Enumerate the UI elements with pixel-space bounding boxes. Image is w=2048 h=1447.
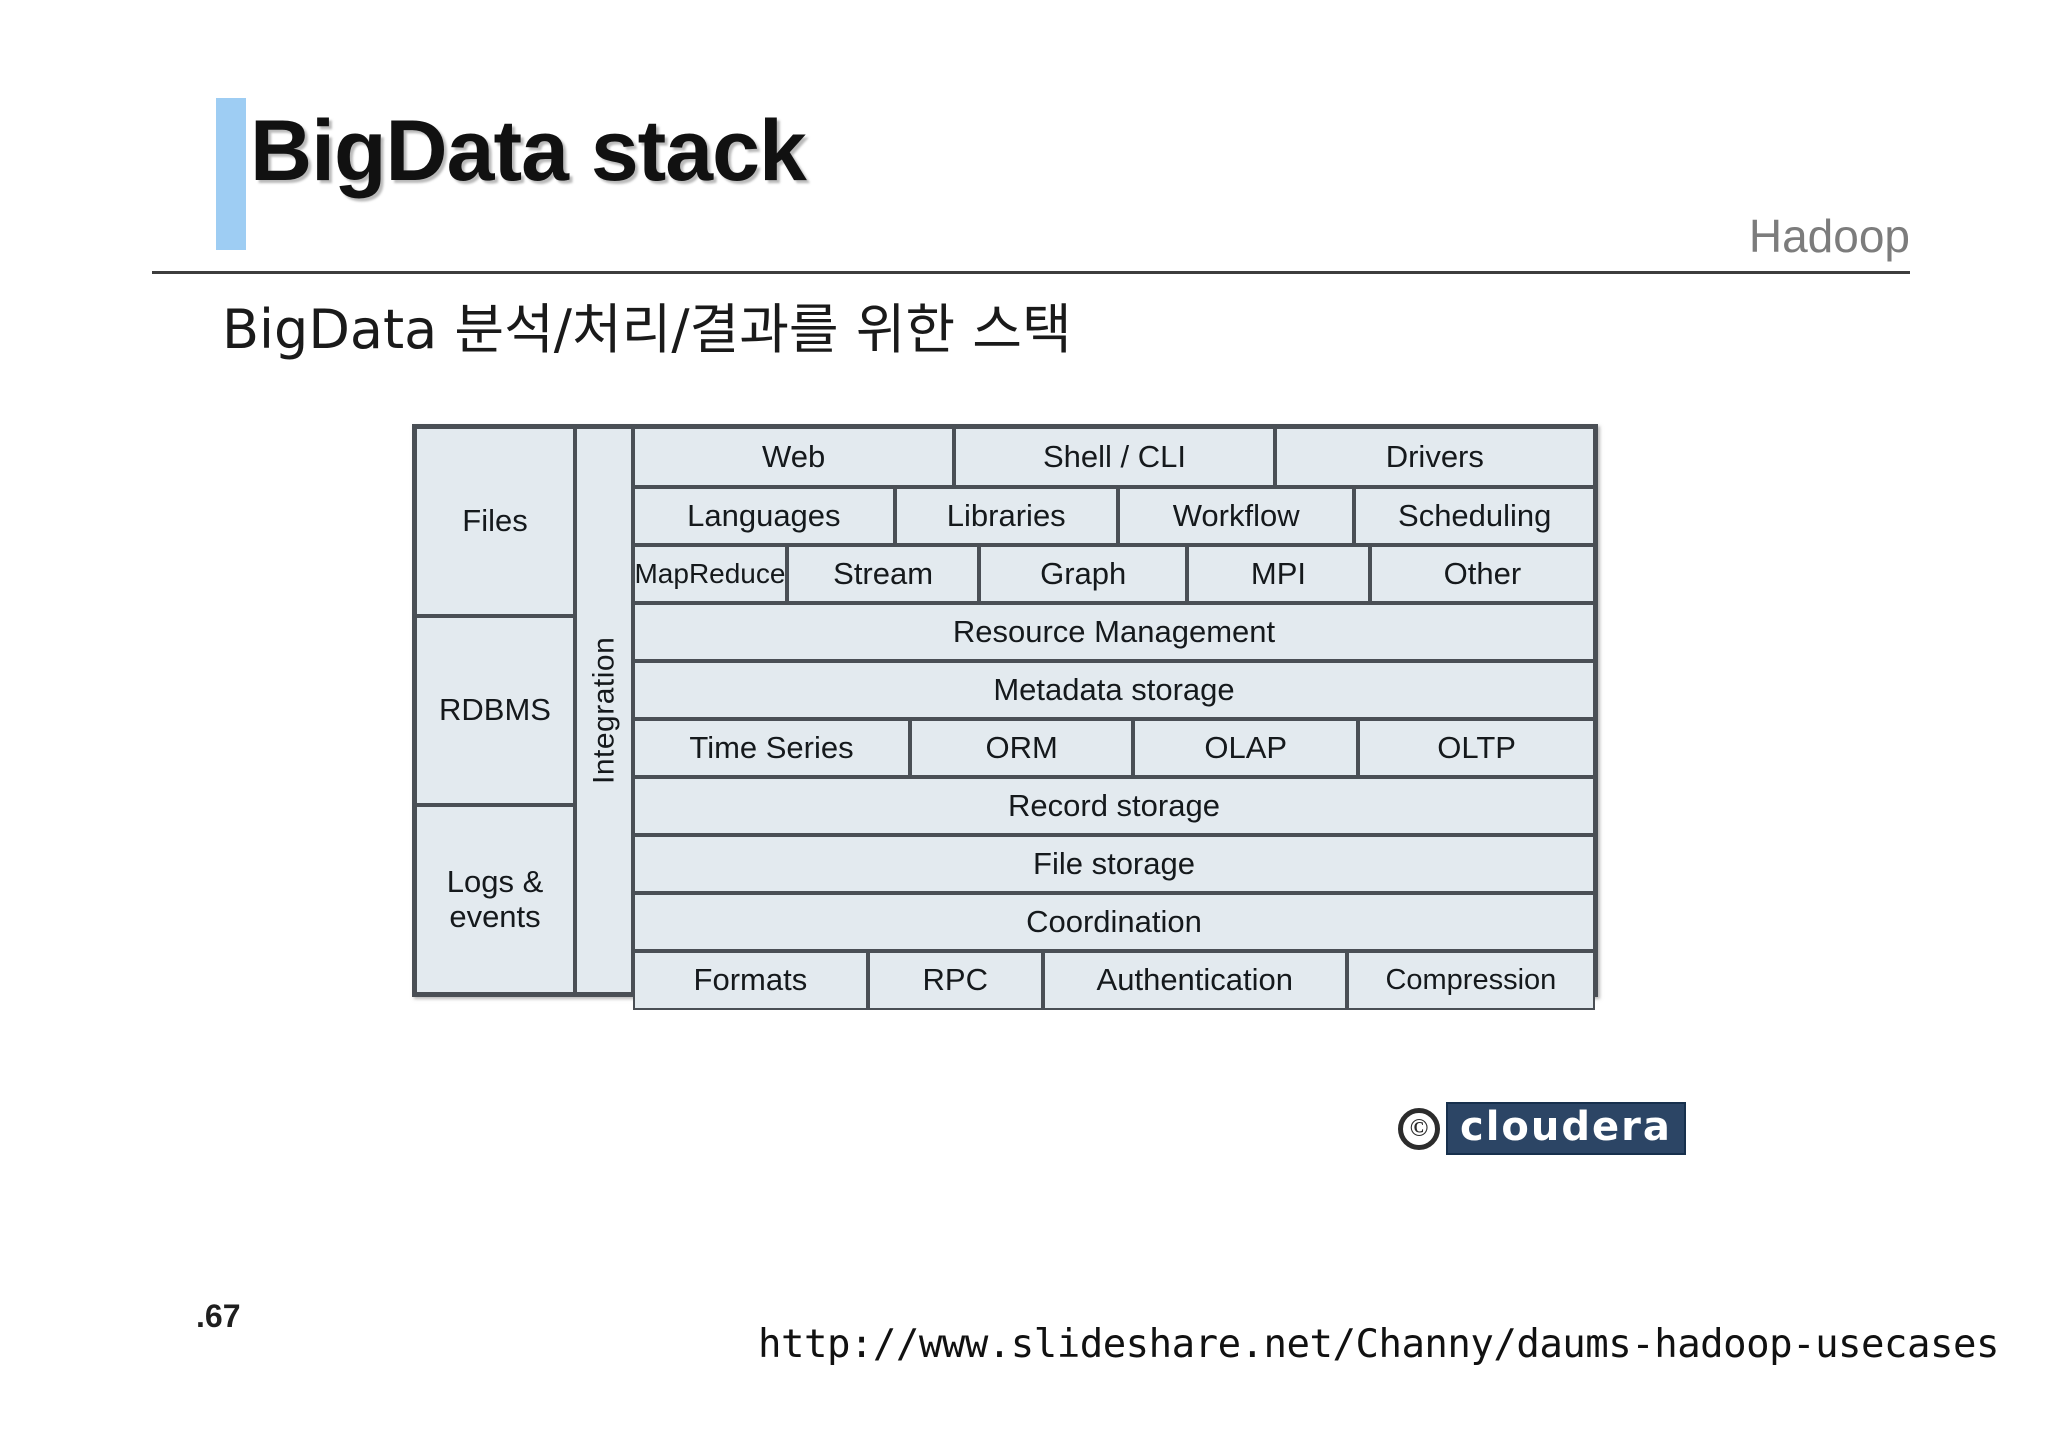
- source-url: http://www.slideshare.net/Channy/daums-h…: [758, 1322, 1999, 1367]
- layer-metadata-storage: Metadata storage: [633, 661, 1595, 719]
- header-divider: [152, 271, 1910, 274]
- layer-graph: Graph: [979, 545, 1188, 603]
- layer-scheduling: Scheduling: [1354, 487, 1595, 545]
- slide-header: BigData stack Hadoop: [0, 0, 2048, 285]
- layer-file-storage: File storage: [633, 835, 1595, 893]
- layer-shell-cli: Shell / CLI: [954, 427, 1275, 487]
- layer-olap: OLAP: [1133, 719, 1359, 777]
- engines-row: MapReduce Stream Graph MPI Other: [633, 545, 1595, 603]
- source-files: Files: [415, 427, 575, 616]
- infrastructure-row: Formats RPC Authentication Compression: [633, 951, 1595, 1010]
- resource-management-row: Resource Management: [633, 603, 1595, 661]
- layer-rpc: RPC: [867, 951, 1043, 1010]
- title-accent-bar: [216, 98, 246, 250]
- layer-web: Web: [633, 427, 955, 487]
- layer-other: Other: [1369, 545, 1595, 603]
- cloudera-wordmark: cloudera: [1446, 1102, 1686, 1155]
- tools-row: Languages Libraries Workflow Scheduling: [633, 487, 1595, 545]
- layer-time-series: Time Series: [633, 719, 911, 777]
- metadata-storage-row: Metadata storage: [633, 661, 1595, 719]
- access-row: Web Shell / CLI Drivers: [633, 427, 1595, 487]
- data-sources-column: Files RDBMS Logs & events: [415, 427, 575, 994]
- layer-authentication: Authentication: [1042, 951, 1347, 1010]
- layer-compression: Compression: [1346, 951, 1595, 1010]
- coordination-row: Coordination: [633, 893, 1595, 951]
- layer-mpi: MPI: [1187, 545, 1370, 603]
- layer-drivers: Drivers: [1274, 427, 1595, 487]
- file-storage-row: File storage: [633, 835, 1595, 893]
- layer-workflow: Workflow: [1117, 487, 1355, 545]
- databases-row: Time Series ORM OLAP OLTP: [633, 719, 1595, 777]
- page-title: BigData stack: [250, 103, 807, 199]
- layer-oltp: OLTP: [1358, 719, 1595, 777]
- layer-orm: ORM: [910, 719, 1134, 777]
- header-brand-label: Hadoop: [1748, 210, 1910, 262]
- integration-column: Integration: [575, 427, 633, 994]
- bigdata-stack-diagram: Files RDBMS Logs & events Integration We…: [412, 424, 1598, 1010]
- stack-layers-column: Web Shell / CLI Drivers Languages Librar…: [633, 427, 1595, 1010]
- slide-subtitle: BigData 분석/처리/결과를 위한 스택: [222, 298, 1072, 361]
- source-logs-events: Logs & events: [415, 805, 575, 994]
- integration-label: Integration: [575, 427, 633, 994]
- cloudera-logo: © cloudera: [1398, 1102, 1686, 1155]
- layer-stream: Stream: [786, 545, 980, 603]
- layer-coordination: Coordination: [633, 893, 1595, 951]
- layer-languages: Languages: [633, 487, 895, 545]
- copyright-icon: ©: [1398, 1107, 1440, 1150]
- layer-record-storage: Record storage: [633, 777, 1595, 835]
- layer-libraries: Libraries: [894, 487, 1118, 545]
- layer-mapreduce: MapReduce: [633, 545, 787, 603]
- layer-formats: Formats: [633, 951, 868, 1010]
- layer-resource-management: Resource Management: [633, 603, 1595, 661]
- record-storage-row: Record storage: [633, 777, 1595, 835]
- source-rdbms: RDBMS: [415, 616, 575, 805]
- page-number: .67: [196, 1298, 241, 1334]
